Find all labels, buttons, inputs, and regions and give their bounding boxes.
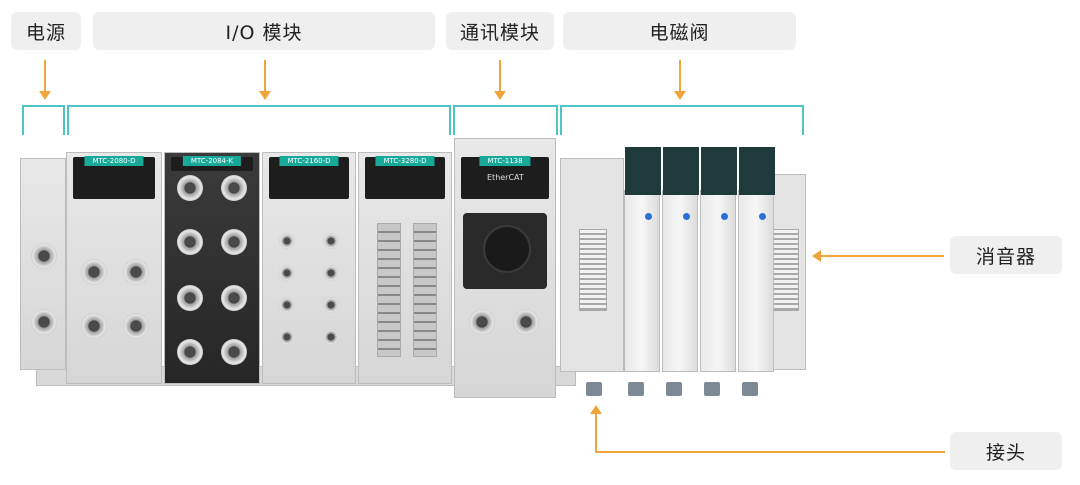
fitting-icon <box>628 382 644 396</box>
arrow-io <box>259 60 271 100</box>
label-silencer: 消音器 <box>950 236 1062 274</box>
m8-connector-icon <box>177 175 203 201</box>
small-connector-icon <box>279 233 295 249</box>
valve-coil-3 <box>701 147 737 195</box>
m8-connector-icon <box>177 339 203 365</box>
bracket-power <box>22 105 65 135</box>
device-assembly: MTC-2080-D MTC-2084-K MTC-2160-D MTC-328… <box>18 138 818 400</box>
small-connector-icon <box>323 329 339 345</box>
terminal-block-right <box>413 223 437 357</box>
arrow-connector-hline <box>595 451 945 453</box>
m8-connector-icon <box>177 285 203 311</box>
label-io-module: I/O 模块 <box>93 12 435 50</box>
small-connector-icon <box>279 329 295 345</box>
label-connector: 接头 <box>950 432 1062 470</box>
io-module-3: MTC-2160-D <box>262 152 356 384</box>
comm-module: MTC-1138 EtherCAT <box>454 138 556 398</box>
label-power: 电源 <box>11 12 81 50</box>
valve-indicator-icon <box>683 213 690 220</box>
power-module <box>20 158 66 370</box>
io-module-2-tag: MTC-2084-K <box>182 156 242 166</box>
comm-port-cover <box>463 213 547 289</box>
arrow-power <box>39 60 51 100</box>
solenoid-valve-3 <box>700 147 737 372</box>
io-module-1-tag: MTC-2080-D <box>84 156 144 166</box>
bracket-valve <box>560 105 804 135</box>
arrow-comm <box>494 60 506 100</box>
small-connector-icon <box>323 297 339 313</box>
small-connector-icon <box>323 233 339 249</box>
small-connector-icon <box>279 265 295 281</box>
m12-connector-icon <box>81 259 107 285</box>
label-solenoid-valve: 电磁阀 <box>563 12 796 50</box>
bracket-comm <box>453 105 558 135</box>
io-module-1-display: MTC-2080-D <box>73 156 155 199</box>
arrow-silencer-head <box>812 250 821 262</box>
comm-module-tag: MTC-1138 <box>479 156 531 166</box>
valve-indicator-icon <box>721 213 728 220</box>
m8-connector-icon <box>221 339 247 365</box>
comm-module-display: MTC-1138 EtherCAT <box>461 156 549 199</box>
ethernet-port-out-icon <box>513 309 539 335</box>
small-connector-icon <box>323 265 339 281</box>
io-module-1: MTC-2080-D <box>66 152 162 384</box>
io-module-4: MTC-3280-D <box>358 152 452 384</box>
valve-end-plate-left <box>560 158 624 372</box>
solenoid-valve-2 <box>662 147 699 372</box>
valve-indicator-icon <box>645 213 652 220</box>
solenoid-valve-4 <box>738 147 775 372</box>
fitting-icon <box>666 382 682 396</box>
io-module-2: MTC-2084-K <box>164 152 260 384</box>
silencer-grille-left <box>579 229 607 311</box>
small-connector-icon <box>279 297 295 313</box>
power-connector-out-icon <box>31 309 57 335</box>
valve-indicator-icon <box>759 213 766 220</box>
label-comm-module: 通讯模块 <box>446 12 554 50</box>
io-module-4-tag: MTC-3280-D <box>375 156 435 166</box>
fitting-icon <box>704 382 720 396</box>
power-connector-in-icon <box>31 243 57 269</box>
m12-connector-icon <box>123 259 149 285</box>
io-module-4-display: MTC-3280-D <box>365 156 445 199</box>
ethernet-port-in-icon <box>469 309 495 335</box>
m8-connector-icon <box>221 229 247 255</box>
m8-connector-icon <box>221 175 247 201</box>
arrow-silencer-line <box>820 255 944 257</box>
terminal-block-left <box>377 223 401 357</box>
m8-connector-icon <box>177 229 203 255</box>
bracket-io <box>67 105 451 135</box>
arrow-valve <box>674 60 686 100</box>
silencer-grille-right <box>771 229 799 311</box>
io-module-3-display: MTC-2160-D <box>269 156 349 199</box>
valve-coil-4 <box>739 147 775 195</box>
valve-coil-1 <box>625 147 661 195</box>
arrow-connector-head <box>590 405 602 414</box>
m12-connector-icon <box>81 313 107 339</box>
m12-connector-icon <box>123 313 149 339</box>
solenoid-valve-1 <box>624 147 661 372</box>
fitting-icon <box>586 382 602 396</box>
comm-brand-logo: EtherCAT <box>487 173 524 182</box>
m8-connector-icon <box>221 285 247 311</box>
io-module-2-display: MTC-2084-K <box>171 156 253 171</box>
arrow-connector-vline <box>595 413 597 453</box>
valve-coil-2 <box>663 147 699 195</box>
io-module-3-tag: MTC-2160-D <box>279 156 339 166</box>
fitting-icon <box>742 382 758 396</box>
